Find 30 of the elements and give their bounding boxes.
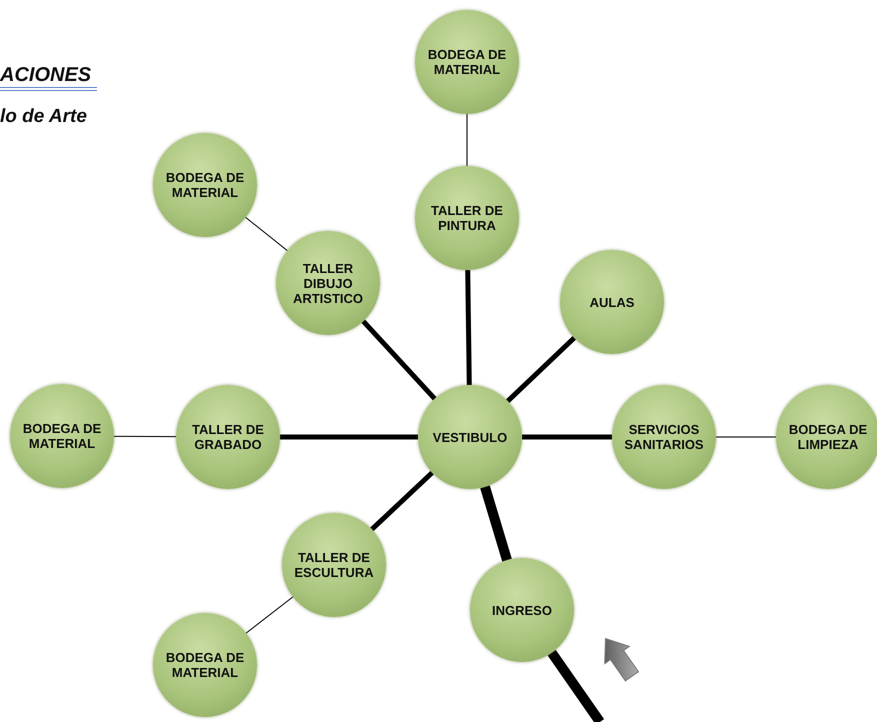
room-name: BODEGA DE MATERIAL bbox=[164, 170, 246, 200]
connector-line bbox=[480, 485, 512, 562]
connector-line bbox=[465, 270, 472, 386]
room-name: AULAS bbox=[588, 294, 636, 310]
room-name: BODEGA DE LIMPIEZA bbox=[788, 422, 868, 452]
connector-line bbox=[114, 436, 176, 438]
room-name: INGRESO bbox=[491, 602, 553, 618]
room-circle bbox=[282, 513, 386, 617]
room-name: TALLER DIBUJO ARTISTICO bbox=[292, 260, 364, 306]
subheading: lo de Arte bbox=[0, 106, 87, 128]
room-circle bbox=[418, 385, 522, 489]
room-name: BODEGA DE MATERIAL bbox=[426, 47, 508, 77]
connector-line bbox=[245, 216, 288, 252]
room-name: BODEGA DE MATERIAL bbox=[164, 650, 246, 680]
room-name: BODEGA DE MATERIAL bbox=[22, 421, 102, 451]
room-name: TALLER DE PINTURA bbox=[430, 203, 504, 233]
room-name: VESTIBULO bbox=[432, 430, 508, 444]
room-circle bbox=[276, 231, 380, 335]
connector-line bbox=[361, 320, 437, 400]
connector-line bbox=[548, 650, 604, 722]
connector-line bbox=[716, 436, 776, 438]
connector-line bbox=[522, 434, 612, 440]
connector-line bbox=[506, 336, 576, 403]
connector-line bbox=[370, 470, 434, 532]
connector-line bbox=[246, 596, 294, 634]
connector-line bbox=[280, 434, 418, 440]
connector-line bbox=[466, 114, 468, 166]
room-name: SERVICIOS SANITARIOS bbox=[623, 422, 705, 452]
room-name: TALLER DE ESCULTURA bbox=[293, 550, 375, 580]
room-name: TALLER DE GRABADO bbox=[191, 422, 265, 452]
